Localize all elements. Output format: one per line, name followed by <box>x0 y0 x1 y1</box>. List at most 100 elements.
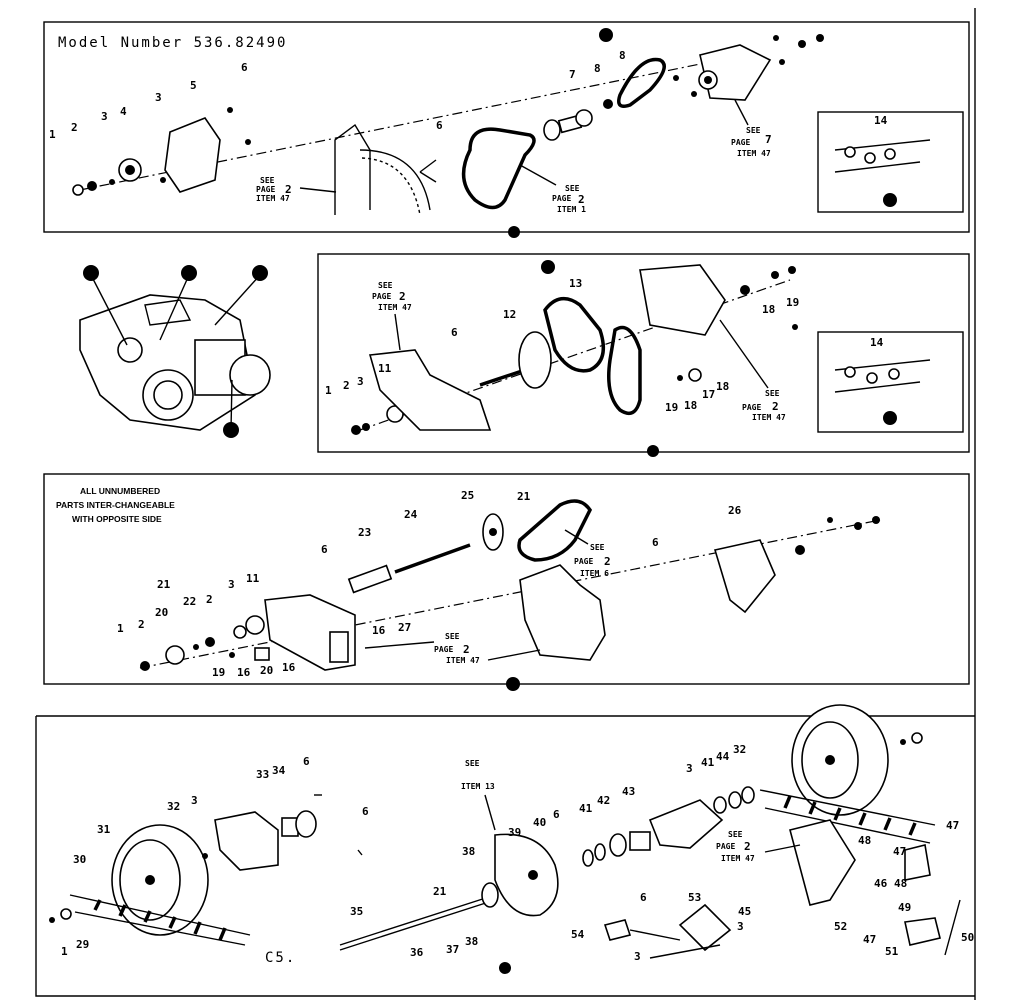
figure-code: C5. <box>265 950 296 966</box>
svg-text:ITEM 47: ITEM 47 <box>256 194 290 203</box>
bolt-part <box>779 59 785 65</box>
callout-number: 29 <box>76 938 89 951</box>
right-wheel-hub <box>825 755 835 765</box>
bolt-part <box>229 652 235 658</box>
shift-lever-54 <box>603 919 632 941</box>
bracket-bearing-hub <box>704 76 712 84</box>
callout-number: 19 <box>786 296 799 309</box>
washer-part <box>49 917 55 923</box>
callout-number: 26 <box>728 504 742 517</box>
callout-number: 27 <box>398 621 411 634</box>
svg-text:ITEM 47: ITEM 47 <box>721 854 755 863</box>
callout-dot <box>599 28 613 42</box>
callout-number: 47 <box>863 933 876 946</box>
callout-number: 33 <box>256 768 269 781</box>
panel-3-traction-drive: ALL UNNUMBERED PARTS INTER-CHANGEABLE WI… <box>43 473 970 691</box>
callout-number: 11 <box>246 572 260 585</box>
callout-number: 24 <box>404 508 418 521</box>
nut-part <box>60 908 72 920</box>
ref-see-page-2-item-6: SEE PAGE 2 ITEM 6 <box>564 529 611 578</box>
callout-number: 36 <box>410 946 424 959</box>
panel-3-axis <box>139 519 881 669</box>
callout-number: 54 <box>571 928 585 941</box>
callout-number: 31 <box>97 823 111 836</box>
callout-number: 3 <box>634 950 641 963</box>
callout-number: 41 <box>579 802 593 815</box>
callout-number: 30 <box>73 853 86 866</box>
bolt-part <box>827 517 833 523</box>
callout-number: 5 <box>190 79 197 92</box>
wheel-mount-bracket <box>214 811 279 871</box>
callout-number: 3 <box>686 762 693 775</box>
svg-text:2: 2 <box>772 400 779 413</box>
bolt-part <box>227 107 233 113</box>
callout-number: 2 <box>138 618 145 631</box>
washer-part <box>202 853 208 859</box>
shift-linkage-53 <box>678 903 732 952</box>
callout-number: 43 <box>622 785 635 798</box>
axle-housing <box>648 799 724 849</box>
callout-number: 53 <box>688 891 701 904</box>
washer-part <box>109 179 115 185</box>
svg-text:SEE: SEE <box>728 830 743 839</box>
washer-part <box>205 637 215 647</box>
svg-text:2: 2 <box>463 643 470 656</box>
note-line-2: PARTS INTER-CHANGEABLE <box>56 500 175 510</box>
callout-number: 49 <box>898 901 911 914</box>
side-bracket <box>699 44 772 101</box>
sleeve-43 <box>629 831 651 851</box>
panel-2-bracket <box>639 264 726 336</box>
callout-number: 6 <box>436 119 443 132</box>
bearing-housing <box>164 117 221 193</box>
callout-dot <box>647 445 659 457</box>
svg-text:ITEM 47: ITEM 47 <box>752 413 786 422</box>
washer-part <box>160 177 166 183</box>
callout-leader <box>230 379 233 431</box>
callout-dot <box>252 265 268 281</box>
callout-number: 32 <box>167 800 180 813</box>
callout-number: 42 <box>597 794 610 807</box>
svg-text:SEE: SEE <box>590 543 605 552</box>
nut-part <box>911 732 923 744</box>
svg-text:2: 2 <box>604 555 611 568</box>
bolt-line <box>419 171 437 183</box>
callout-number: 38 <box>462 845 475 858</box>
callout-number: 20 <box>260 664 273 677</box>
ref-see-page-2-item-47-bottom: SEE PAGE 2 ITEM 47 <box>719 319 786 422</box>
callout-number: 4 <box>120 105 127 118</box>
callout-number: 21 <box>517 490 531 503</box>
svg-text:SEE: SEE <box>565 184 580 193</box>
bearing-42 <box>609 833 627 857</box>
bracket-51 <box>904 917 941 946</box>
nut-part <box>72 184 84 196</box>
callout-number: 35 <box>350 905 363 918</box>
washer-32 <box>741 786 755 804</box>
inset-part <box>844 366 856 378</box>
washer-part <box>233 625 247 639</box>
washer-part <box>798 40 806 48</box>
callout-number: 19 <box>212 666 225 679</box>
callout-number: 1 <box>325 384 332 397</box>
washer-part <box>691 91 697 97</box>
svg-text:ITEM 47: ITEM 47 <box>378 303 412 312</box>
callout-dot <box>83 265 99 281</box>
panel-2-inset <box>817 331 964 433</box>
washer-part <box>677 375 683 381</box>
auger-belt-left <box>543 296 606 373</box>
callout-number: 9 <box>602 30 609 43</box>
bearing-34 <box>295 810 317 838</box>
bolt-line <box>357 849 363 856</box>
washer-part <box>900 739 906 745</box>
right-tire-chain-links <box>783 795 917 836</box>
svg-text:SEE: SEE <box>746 126 761 135</box>
ref-see-page-2-item-1: SEE PAGE 2 ITEM 1 <box>519 164 586 214</box>
callout-number: 8 <box>619 49 626 62</box>
spacer-part <box>254 647 270 661</box>
inset-part <box>884 148 896 160</box>
callout-number: 44 <box>716 750 730 763</box>
housing-plate <box>334 123 371 215</box>
callout-dot <box>883 411 897 425</box>
panel-2-border <box>317 253 970 453</box>
